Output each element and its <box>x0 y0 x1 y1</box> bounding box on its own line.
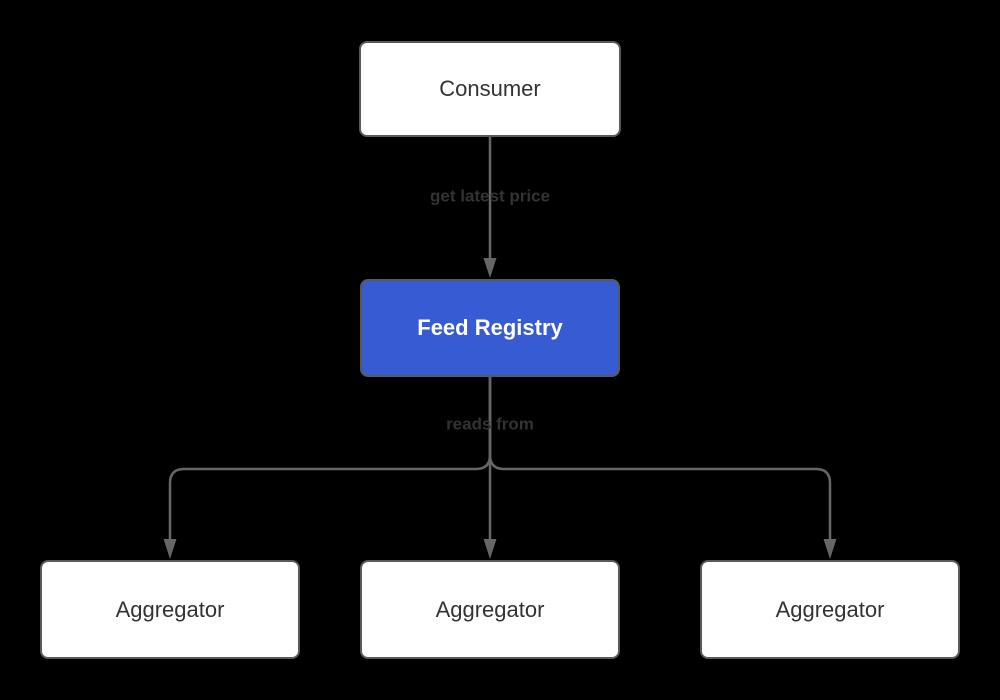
node-consumer: Consumer <box>359 41 621 137</box>
node-aggregator-2-label: Aggregator <box>435 596 545 622</box>
node-feed-registry: Feed Registry <box>360 279 620 377</box>
arrowhead-feed-registry <box>483 258 497 278</box>
edge-label-get-latest-price: get latest price <box>430 186 550 206</box>
arrowhead-aggregator-3 <box>823 539 837 559</box>
node-aggregator-3-label: Aggregator <box>775 596 885 622</box>
node-consumer-label: Consumer <box>439 76 541 101</box>
edge-label-reads-from: reads from <box>446 414 534 434</box>
node-aggregator-3: Aggregator <box>700 560 960 659</box>
node-aggregator-2: Aggregator <box>360 560 620 659</box>
arrowhead-aggregator-2 <box>483 539 497 559</box>
arrowhead-aggregator-1 <box>163 539 177 559</box>
edge-feed-registry-to-aggregator-1 <box>168 377 492 541</box>
node-feed-registry-label: Feed Registry <box>417 315 563 340</box>
edge-feed-registry-to-aggregator-3 <box>488 377 832 541</box>
node-aggregator-1-label: Aggregator <box>115 596 225 622</box>
node-aggregator-1: Aggregator <box>40 560 300 659</box>
